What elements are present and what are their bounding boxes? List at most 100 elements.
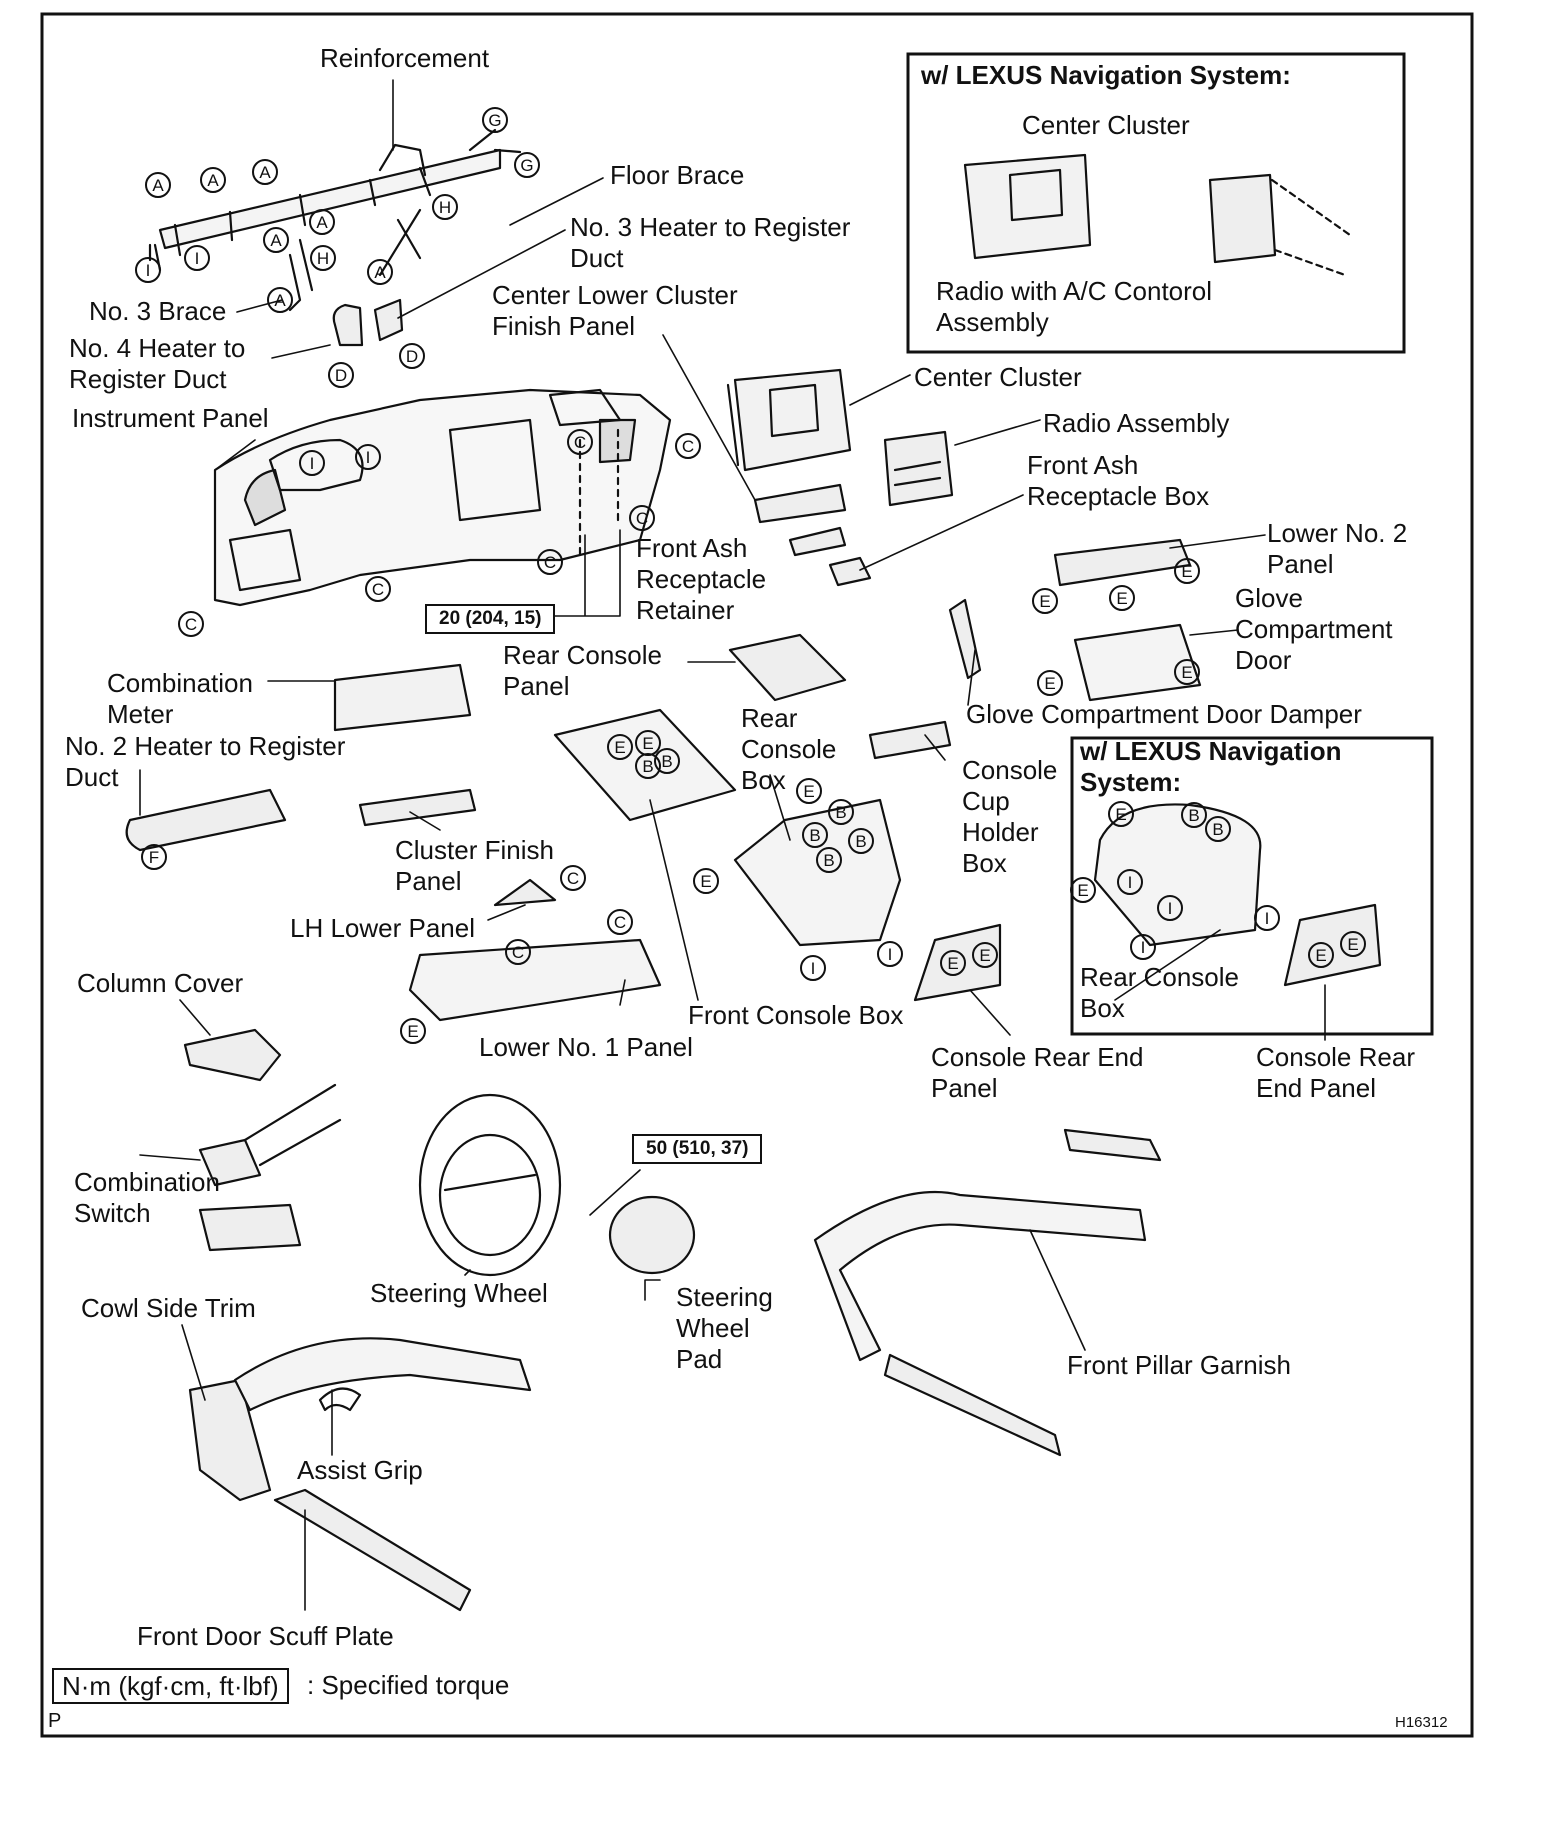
label-center-lower-cluster: Center Lower Cluster Finish Panel xyxy=(492,280,738,341)
ash-box-drawing xyxy=(828,556,872,587)
callout-letter-i: I xyxy=(1128,873,1133,892)
label-combination-switch: Combination Switch xyxy=(74,1167,220,1228)
callout-letter-i: I xyxy=(195,249,200,268)
legend-torque-text: : Specified torque xyxy=(307,1670,510,1700)
callout-letter-e: E xyxy=(1181,663,1192,682)
callout-letter-d: D xyxy=(335,366,347,385)
callout-letter-e: E xyxy=(1039,592,1050,611)
leader-lines xyxy=(139,79,1326,1611)
callout-i xyxy=(135,245,1280,981)
nav-box-top-radio: Radio with A/C Contorol Assembly xyxy=(936,276,1213,337)
column-cover-drawing xyxy=(183,1028,282,1082)
callout-letter-c: C xyxy=(574,433,586,452)
callout-letter-c: C xyxy=(544,553,556,572)
callout-letter-g: G xyxy=(520,156,533,175)
callout-c xyxy=(178,429,701,965)
label-front-console-box: Front Console Box xyxy=(688,1000,904,1030)
callout-letter-e: E xyxy=(803,782,814,801)
legend-torque-unit-box: N·m (kgf·cm, ft·lbf) xyxy=(52,1668,289,1704)
label-lower-no2-panel: Lower No. 2 Panel xyxy=(1267,518,1408,579)
no2-heater-duct-drawing xyxy=(125,788,287,852)
combination-meter-drawing xyxy=(333,663,472,732)
callout-letter-c: C xyxy=(567,869,579,888)
callout-d xyxy=(328,343,425,388)
callout-letter-a: A xyxy=(274,291,286,310)
label-rear-console-panel: Rear Console Panel xyxy=(503,640,662,701)
label-floor-brace: Floor Brace xyxy=(610,160,745,190)
steering-wheel-pad-drawing xyxy=(608,1195,696,1275)
label-console-rear-end-panel: Console Rear End Panel xyxy=(931,1042,1144,1103)
label-no2-heater-duct: No. 2 Heater to Register Duct xyxy=(65,731,346,792)
instrument-panel-drawing xyxy=(213,388,672,607)
callout-a xyxy=(145,159,393,313)
front-pillar-garnish-drawing xyxy=(813,1190,1147,1362)
callout-letter-b: B xyxy=(855,832,866,851)
radio-assembly-drawing xyxy=(883,430,954,507)
callout-letter-a: A xyxy=(259,163,271,182)
label-radio-assembly: Radio Assembly xyxy=(1043,408,1230,438)
label-front-ash-retainer: Front Ash Receptacle Retainer xyxy=(636,533,767,625)
callout-letter-e: E xyxy=(979,946,990,965)
label-rear-console-box: Rear Console Box xyxy=(741,703,837,795)
label-instrument-panel: Instrument Panel xyxy=(72,403,269,433)
callout-letter-a: A xyxy=(316,213,328,232)
label-column-cover: Column Cover xyxy=(77,968,244,998)
glove-door-drawing xyxy=(1073,623,1202,702)
center-cluster-drawing xyxy=(726,368,852,472)
callout-letter-i: I xyxy=(1141,938,1146,957)
rh-scuff-plate-drawing xyxy=(883,1353,1062,1457)
callout-letter-b: B xyxy=(661,752,672,771)
callout-letter-b: B xyxy=(1188,806,1199,825)
label-nav-rear-console-box: Rear Console Box xyxy=(1080,962,1239,1023)
callout-letter-a: A xyxy=(374,263,386,282)
callout-letter-c: C xyxy=(372,580,384,599)
nav-radio-drawing xyxy=(1208,173,1352,277)
callout-letter-b: B xyxy=(809,826,820,845)
callout-letter-e: E xyxy=(1116,589,1127,608)
rear-console-box-drawing xyxy=(733,798,902,947)
callout-letter-e: E xyxy=(1115,805,1126,824)
label-steering-wheel: Steering Wheel xyxy=(370,1278,548,1308)
callout-letter-c: C xyxy=(636,509,648,528)
glove-damper-drawing xyxy=(948,598,982,680)
front-door-scuff-drawing xyxy=(273,1488,472,1612)
lower-no1-panel-drawing xyxy=(408,938,662,1022)
label-steering-wheel-pad: Steering Wheel Pad xyxy=(676,1282,773,1374)
label-front-door-scuff: Front Door Scuff Plate xyxy=(137,1621,394,1651)
label-assist-grip: Assist Grip xyxy=(297,1455,423,1485)
callout-letter-e: E xyxy=(1315,946,1326,965)
callout-letter-e: E xyxy=(1347,935,1358,954)
ash-retainer-drawing xyxy=(788,526,847,557)
callout-letter-e: E xyxy=(1181,562,1192,581)
lower-no2-panel-drawing xyxy=(1053,538,1192,587)
callout-letter-a: A xyxy=(207,171,219,190)
callout-letter-c: C xyxy=(682,437,694,456)
callout-letter-e: E xyxy=(1044,674,1055,693)
label-no3-brace: No. 3 Brace xyxy=(89,296,227,326)
label-lower-no1-panel: Lower No. 1 Panel xyxy=(479,1032,693,1062)
callout-letter-g: G xyxy=(488,111,501,130)
label-lh-lower-panel: LH Lower Panel xyxy=(290,913,475,943)
floor-brace-drawing xyxy=(378,208,422,277)
callout-e xyxy=(400,558,1366,1044)
callout-letter-i: I xyxy=(811,959,816,978)
front-assist-grip-drawing xyxy=(1063,1128,1162,1162)
torque-box-instrument-panel: 20 (204, 15) xyxy=(425,604,556,634)
callout-letter-c: C xyxy=(185,615,197,634)
callout-letter-e: E xyxy=(700,872,711,891)
cup-holder-drawing xyxy=(868,720,952,760)
label-no4-heater-duct: No. 4 Heater to Register Duct xyxy=(69,333,246,394)
callout-h xyxy=(310,194,458,271)
label-console-cup-holder: Console Cup Holder Box xyxy=(962,755,1058,878)
nav-box-bottom-title: w/ LEXUS Navigation System: xyxy=(1080,736,1342,797)
callout-letter-e: E xyxy=(407,1022,418,1041)
callout-letter-h: H xyxy=(317,249,329,268)
diagram-frame xyxy=(40,12,1474,1738)
corner-p: P xyxy=(48,1710,62,1732)
combination-switch-drawing xyxy=(198,1083,342,1252)
rear-console-panel-drawing xyxy=(728,633,847,702)
label-glove-door: Glove Compartment Door xyxy=(1235,583,1393,675)
callout-letter-h: H xyxy=(439,198,451,217)
